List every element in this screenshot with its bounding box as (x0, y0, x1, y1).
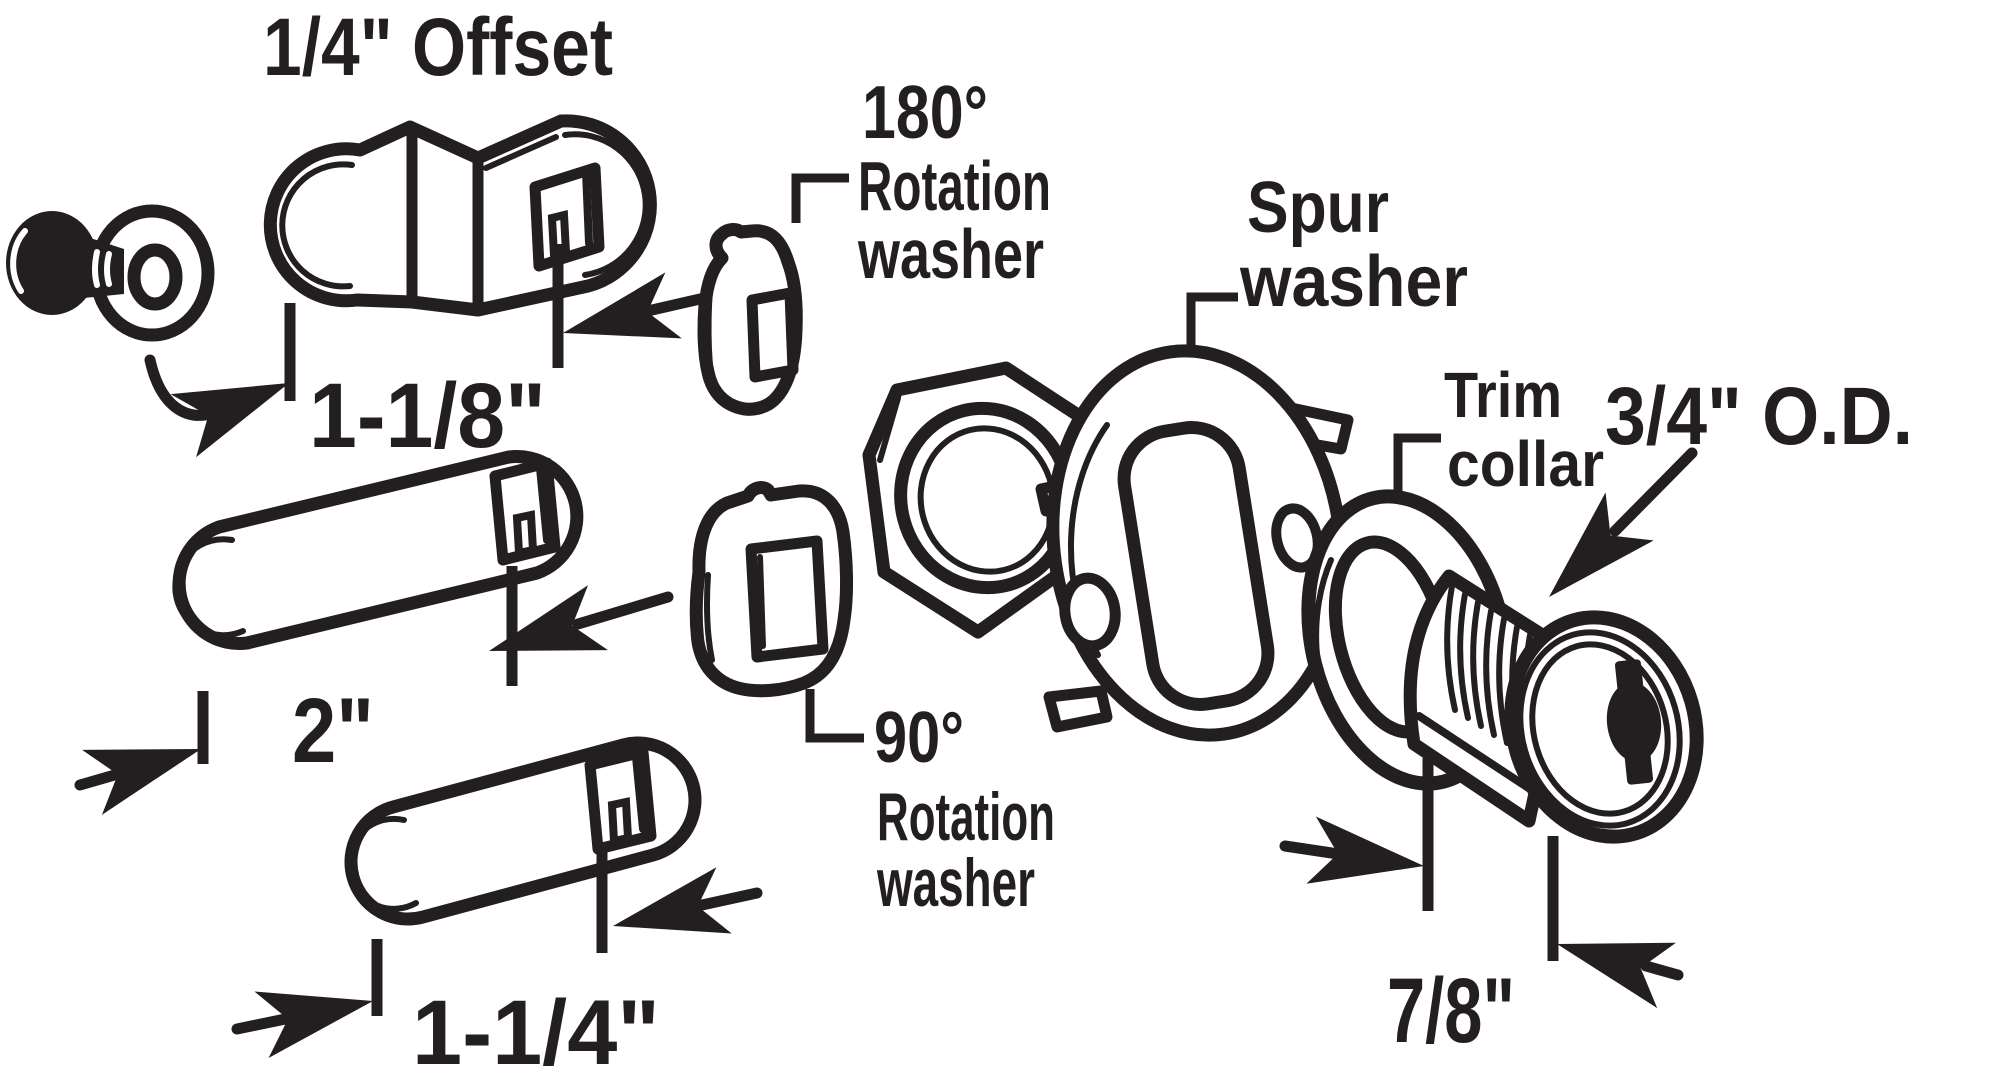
label-spur-washer: washer (1239, 242, 1468, 322)
label-collar: collar (1447, 428, 1604, 500)
dimension-arrow (1547, 911, 1684, 1009)
label-180-rotation: Rotation (858, 147, 1051, 225)
label-trim: Trim (1444, 359, 1562, 431)
label-180-degrees: 180° (862, 70, 988, 154)
spur-washer-drawing (1035, 344, 1354, 742)
callout-arrow-od (1524, 447, 1698, 622)
dimension-arrow (74, 716, 211, 815)
dimension-straight-cam: 2" (292, 680, 374, 782)
mounting-screw-drawing (6, 204, 215, 342)
lock-cylinder-drawing (1403, 569, 1704, 844)
label-90-washer: washer (876, 845, 1035, 921)
dimension-arrow (231, 967, 381, 1058)
keyhole (1606, 659, 1662, 785)
square-spindle-hole (746, 287, 799, 383)
label-180-washer: washer (857, 215, 1044, 293)
dimension-arrow (1279, 816, 1429, 900)
leader-trim-collar (1393, 433, 1441, 493)
spur-tab-bottom (1043, 685, 1113, 733)
square-spindle-hole (745, 535, 829, 663)
dimension-arrow (605, 867, 763, 960)
short-cam-drawing (344, 736, 702, 926)
straight-cam-drawing (172, 450, 584, 650)
rotation-washer-180-drawing (697, 223, 803, 416)
dimension-cylinder-length: 7/8" (1387, 960, 1515, 1062)
leader-180-rotation-washer (791, 173, 849, 223)
diagram-title: 1/4" Offset (263, 2, 613, 93)
spur-washer-left-hole (1059, 572, 1121, 652)
label-spur: Spur (1247, 168, 1389, 248)
dimension-arrow (479, 585, 674, 684)
cylinder-rear-tip (1271, 503, 1323, 573)
label-90-degrees: 90° (874, 698, 964, 778)
rotation-washer-90-drawing (689, 481, 854, 698)
dimension-arrow (144, 351, 302, 458)
label-outer-diameter: 3/4" O.D. (1605, 371, 1913, 462)
dimension-offset-cam: 1-1/8" (309, 365, 546, 467)
leader-spur-washer (1186, 292, 1238, 349)
label-90-rotation: Rotation (877, 779, 1055, 855)
leader-90-rotation-washer (805, 689, 864, 743)
dimension-short-cam: 1-1/4" (412, 982, 660, 1070)
spur-washer-slot (1117, 421, 1275, 711)
dimension-arrow (554, 272, 706, 366)
offset-cam-drawing (263, 114, 657, 317)
